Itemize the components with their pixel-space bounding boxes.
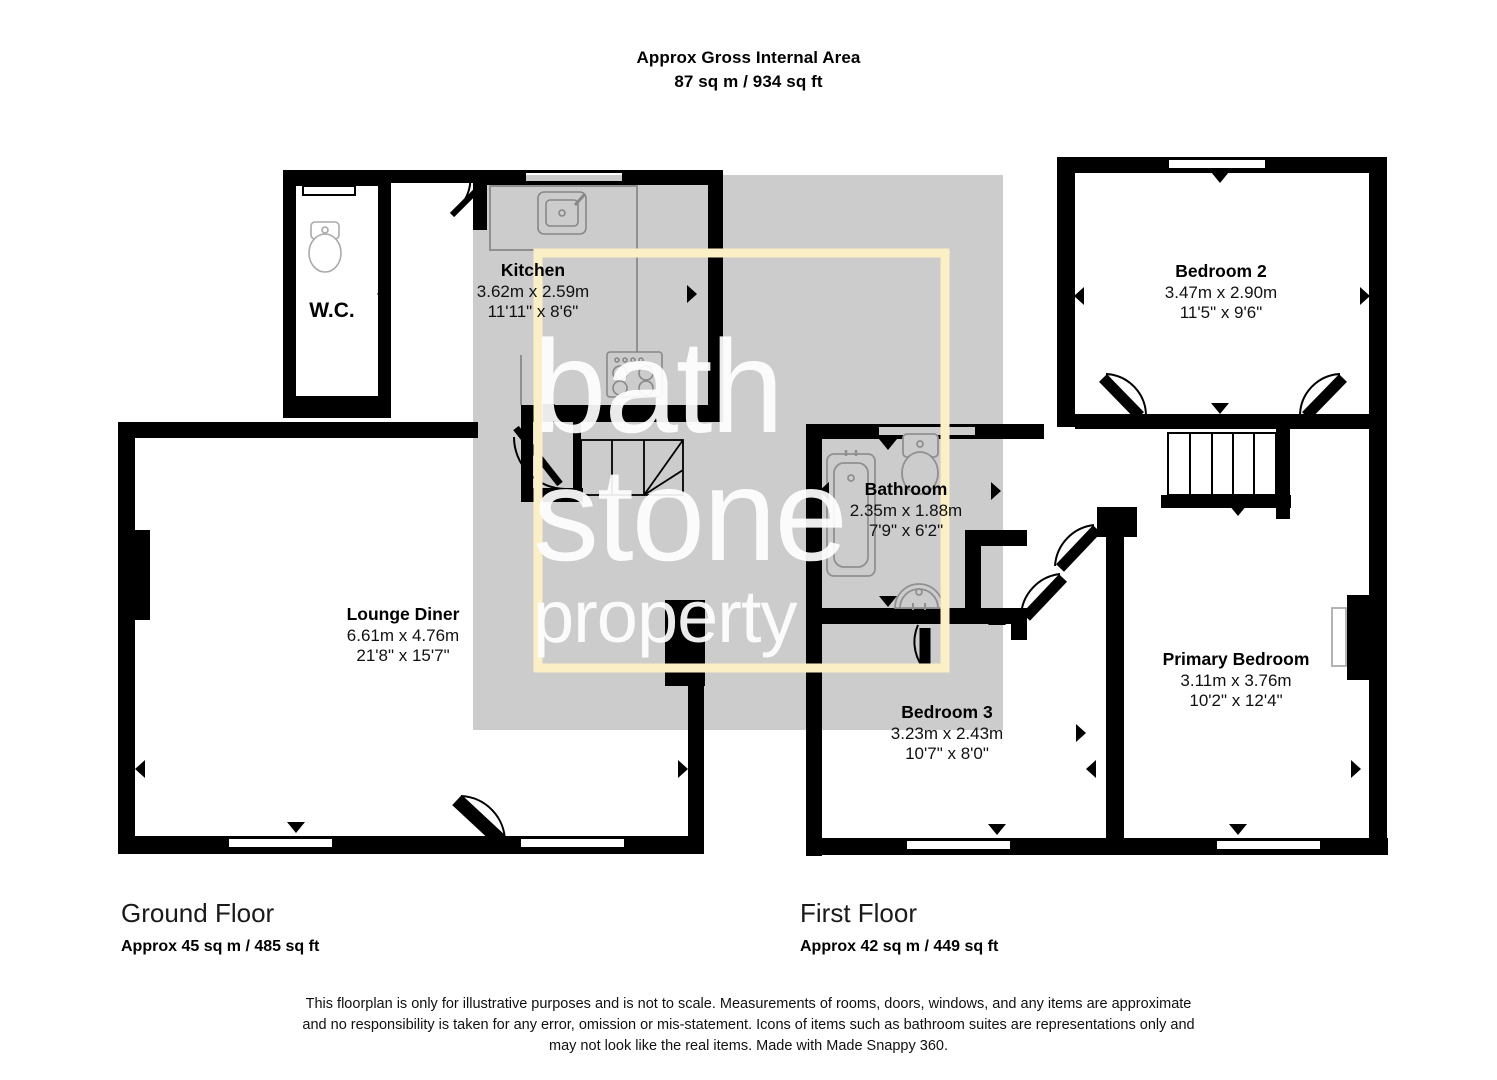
room-metric: 3.62m x 2.59m xyxy=(476,281,590,301)
toilet-icon xyxy=(901,433,939,495)
room-label-wc: W.C. xyxy=(309,298,355,324)
room-imperial: 21'8" x 15'7" xyxy=(356,646,450,666)
room-name: Bedroom 3 xyxy=(901,702,993,722)
direction-arrow xyxy=(1074,287,1084,305)
room-metric: 3.47m x 2.90m xyxy=(1164,282,1278,302)
svg-text:property: property xyxy=(533,575,797,658)
direction-arrow xyxy=(377,285,387,303)
direction-arrow xyxy=(988,824,1006,835)
sink-icon xyxy=(537,191,587,235)
room-label-bedroom-3: Bedroom 3 3.23m x 2.43m 10'7" x 8'0" xyxy=(891,702,1003,765)
room-label-bathroom: Bathroom 2.35m x 1.88m 7'9" x 6'2" xyxy=(850,479,962,542)
direction-arrow xyxy=(819,482,829,500)
room-imperial: 11'11" x 8'6" xyxy=(487,302,579,322)
direction-arrow xyxy=(678,760,688,778)
first-floor-title: First Floor xyxy=(800,898,917,928)
direction-arrow xyxy=(879,439,897,450)
first-floor-plan xyxy=(806,157,1388,856)
room-label-bedroom-2: Bedroom 2 3.47m x 2.90m 11'5" x 9'6" xyxy=(1165,261,1277,324)
ground-floor-title: Ground Floor xyxy=(121,898,275,928)
first-floor-area: Approx 42 sq m / 449 sq ft xyxy=(800,938,999,955)
bathroom-room xyxy=(806,424,1044,667)
wc-room xyxy=(283,170,391,418)
room-imperial: 10'7" x 8'0" xyxy=(905,744,989,764)
room-name: Primary Bedroom xyxy=(1162,649,1310,669)
room-imperial: 7'9" x 6'2" xyxy=(868,521,944,541)
room-name: Lounge Diner xyxy=(346,604,460,624)
gross-area-title: Approx Gross Internal Area xyxy=(636,48,861,67)
room-metric: 6.61m x 4.76m xyxy=(346,625,460,645)
direction-arrow xyxy=(988,614,1006,625)
room-name: Kitchen xyxy=(500,260,566,280)
bedroom-2-room xyxy=(1057,157,1387,429)
disclaimer-line-2: and no responsibility is taken for any e… xyxy=(302,1017,1195,1033)
disclaimer-line-3: may not look like the real items. Made w… xyxy=(549,1038,948,1054)
direction-arrow xyxy=(1229,505,1247,516)
room-metric: 3.23m x 2.43m xyxy=(890,723,1004,743)
selection-overlay xyxy=(473,175,1003,730)
direction-arrow xyxy=(287,427,305,437)
room-metric: 2.35m x 1.88m xyxy=(849,500,963,520)
disclaimer: This floorplan is only for illustrative … xyxy=(0,994,1497,1057)
room-label-lounge-diner: Lounge Diner 6.61m x 4.76m 21'8" x 15'7" xyxy=(347,604,460,667)
room-imperial: 10'2" x 12'4" xyxy=(1189,691,1283,711)
direction-arrow xyxy=(1211,172,1229,183)
direction-arrow xyxy=(1211,403,1229,414)
room-name: Bathroom xyxy=(864,479,948,499)
direction-arrow xyxy=(1086,760,1096,778)
room-metric: 3.11m x 3.76m xyxy=(1180,670,1292,690)
direction-arrow xyxy=(810,724,820,742)
kitchen-door-top xyxy=(449,173,490,218)
lounge-diner-room xyxy=(118,422,705,854)
ground-floor-area: Approx 45 sq m / 485 sq ft xyxy=(121,938,320,955)
bathtub-icon xyxy=(826,450,876,577)
svg-text:stone: stone xyxy=(533,441,846,588)
direction-arrow xyxy=(1076,724,1086,742)
disclaimer-line-1: This floorplan is only for illustrative … xyxy=(305,996,1192,1012)
ground-staircase xyxy=(513,422,684,502)
direction-arrow xyxy=(135,760,145,778)
ground-floor-plan xyxy=(118,170,723,854)
room-label-primary-bedroom: Primary Bedroom 3.11m x 3.76m 10'2" x 12… xyxy=(1163,649,1310,712)
ground-hall xyxy=(378,170,488,418)
room-label-kitchen: Kitchen 3.62m x 2.59m 11'11" x 8'6" xyxy=(477,260,589,323)
svg-text:bath: bath xyxy=(533,313,782,460)
room-imperial: 11'5" x 9'6" xyxy=(1179,303,1263,323)
direction-arrow xyxy=(687,285,697,303)
room-name: W.C. xyxy=(309,299,355,322)
gross-area-value: 87 sq m / 934 sq ft xyxy=(674,72,823,91)
direction-arrow xyxy=(287,822,305,833)
hob-icon xyxy=(606,351,663,398)
direction-arrow xyxy=(1229,824,1247,835)
direction-arrow xyxy=(1360,287,1370,305)
toilet-icon xyxy=(308,221,342,273)
first-staircase xyxy=(1161,429,1291,519)
watermark: bath stone property xyxy=(533,313,848,658)
kitchen-room xyxy=(377,170,723,422)
room-name: Bedroom 2 xyxy=(1175,261,1267,281)
direction-arrow xyxy=(991,482,1001,500)
first-landing xyxy=(1020,429,1388,855)
direction-arrow xyxy=(879,596,897,607)
direction-arrow xyxy=(1351,760,1361,778)
